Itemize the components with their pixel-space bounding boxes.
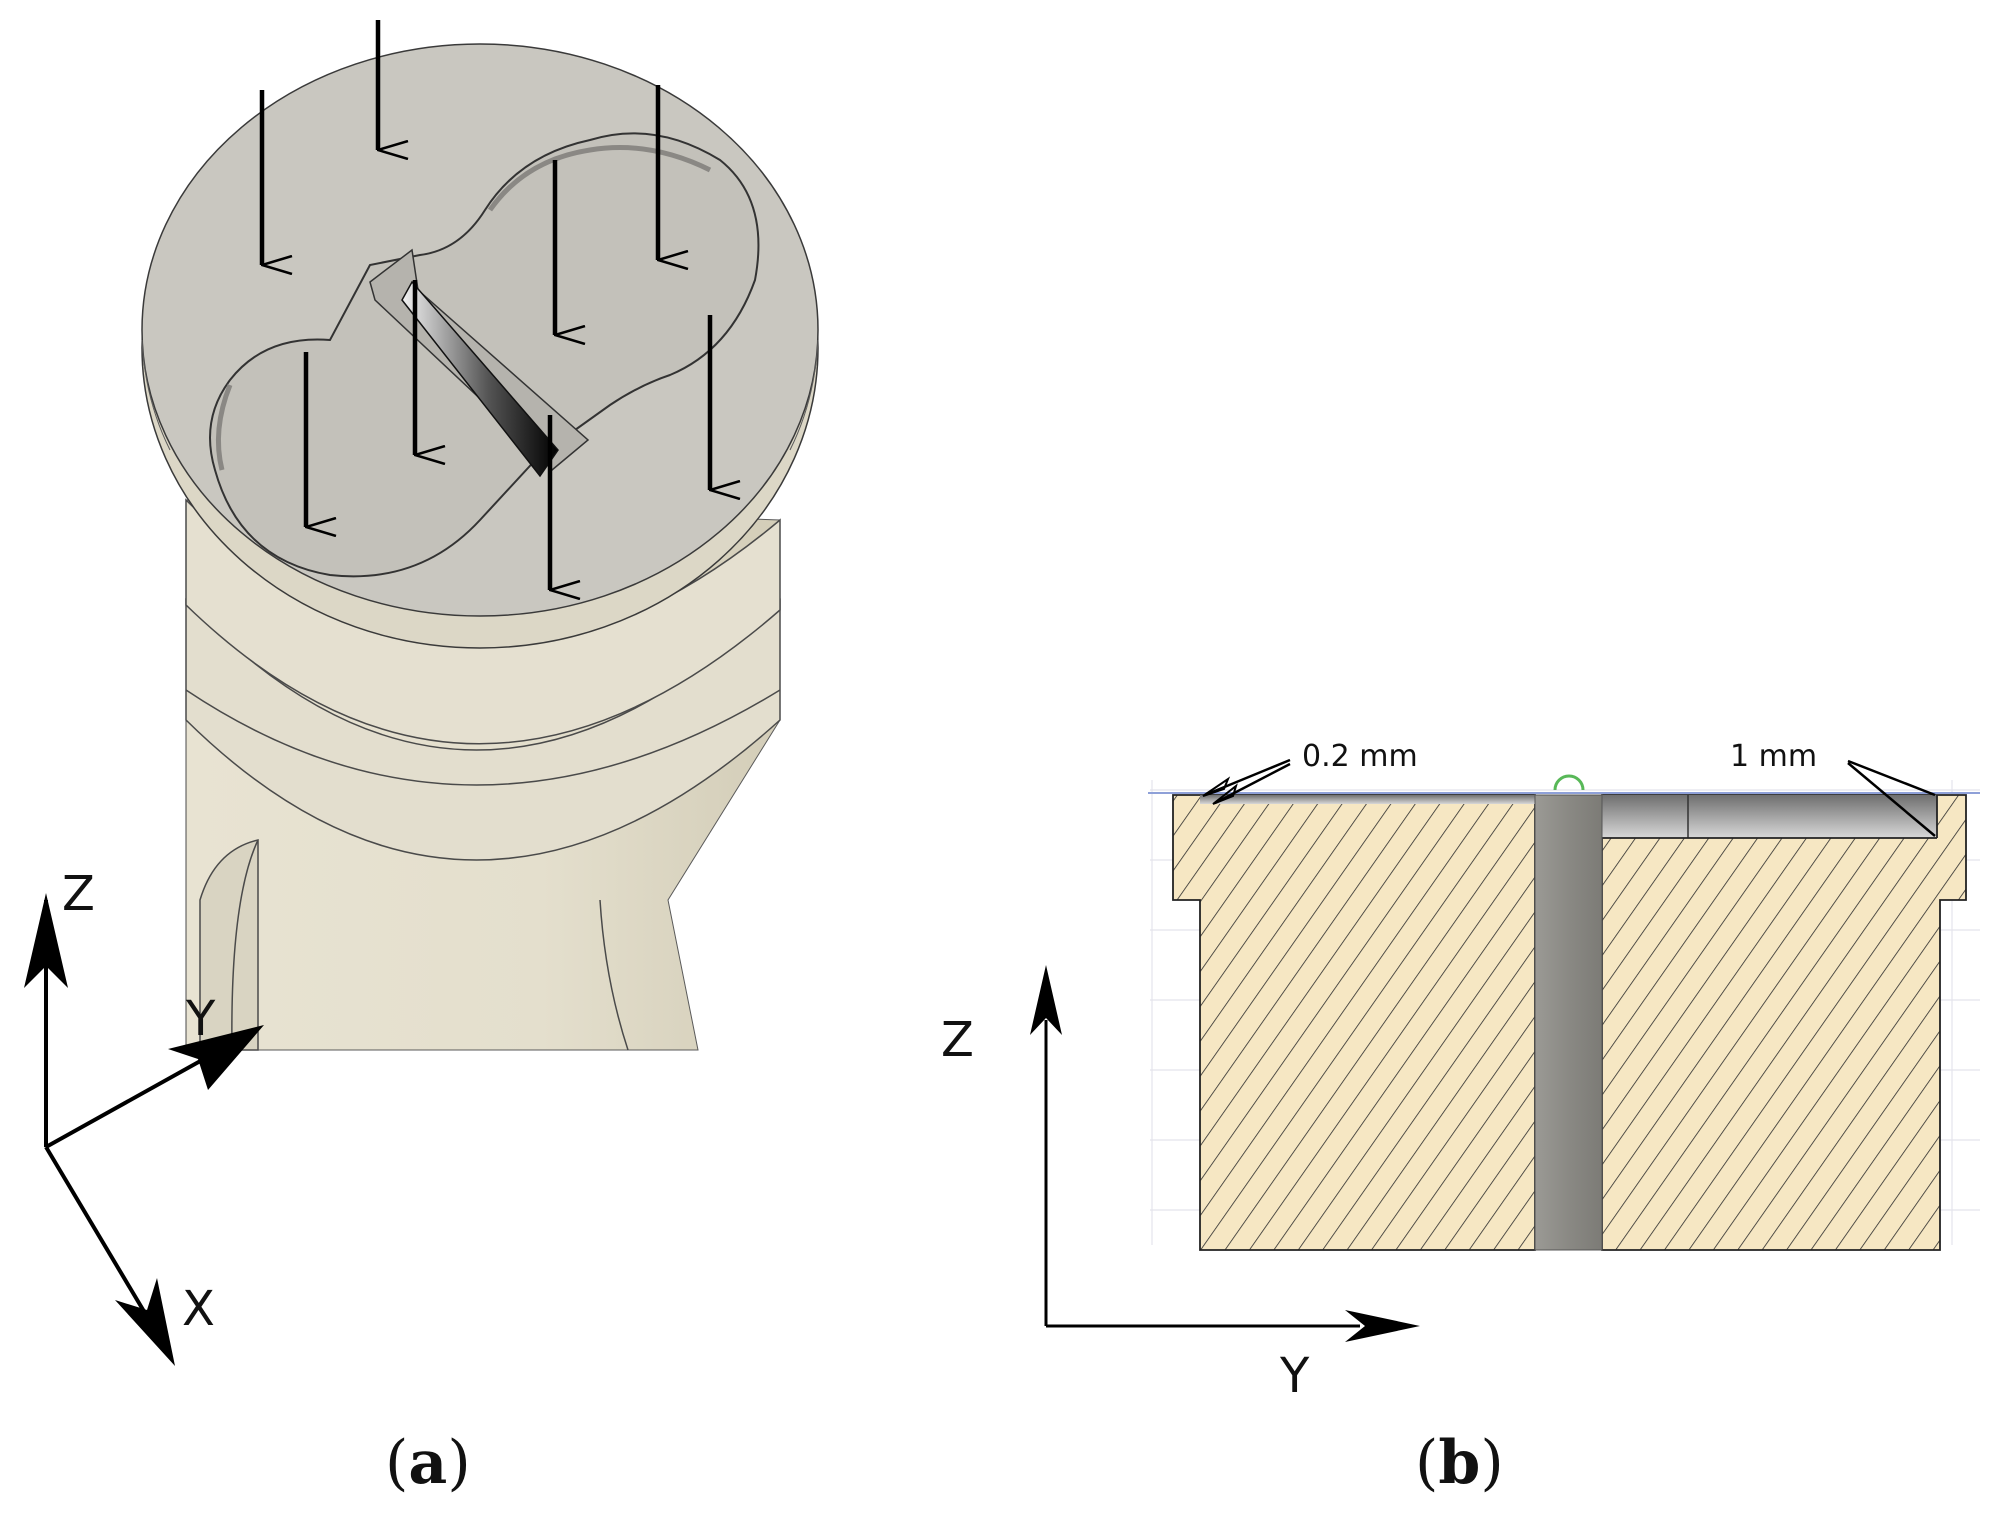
load-arrows [259,20,710,590]
dimension-right: 1 mm [1730,739,1936,837]
origin-marker-icon [1553,774,1585,791]
panel-a-caption: (a) [385,1428,471,1498]
section-left-half [1172,794,1536,1251]
axis-label-y: Y [185,991,216,1047]
axis-label-z: Z [941,1012,974,1068]
panel-a-axes: Z Y X [24,866,264,1366]
dimension-label-right: 1 mm [1730,739,1817,774]
section-right-half [1601,794,1967,1251]
axis-label-y: Y [1279,1348,1310,1404]
through-slot [369,248,590,478]
cylinder-rings [185,498,781,861]
axis-label-x: X [182,1281,215,1337]
axis-label-z: Z [62,866,95,922]
dimension-label-left: 0.2 mm [1302,739,1418,774]
gap-right [1602,795,1937,838]
central-channel [1534,794,1603,1251]
panel-b-cross-section: 0.2 mm 1 mm Z Y (b) [941,739,1980,1498]
gap-left [1200,795,1535,804]
panel-b-caption: (b) [1415,1428,1504,1498]
panel-a-cad-view: Z Y X (a) [24,20,819,1498]
dimension-left: 0.2 mm [1202,739,1418,805]
panel-b-axes: Z Y [941,965,1420,1404]
